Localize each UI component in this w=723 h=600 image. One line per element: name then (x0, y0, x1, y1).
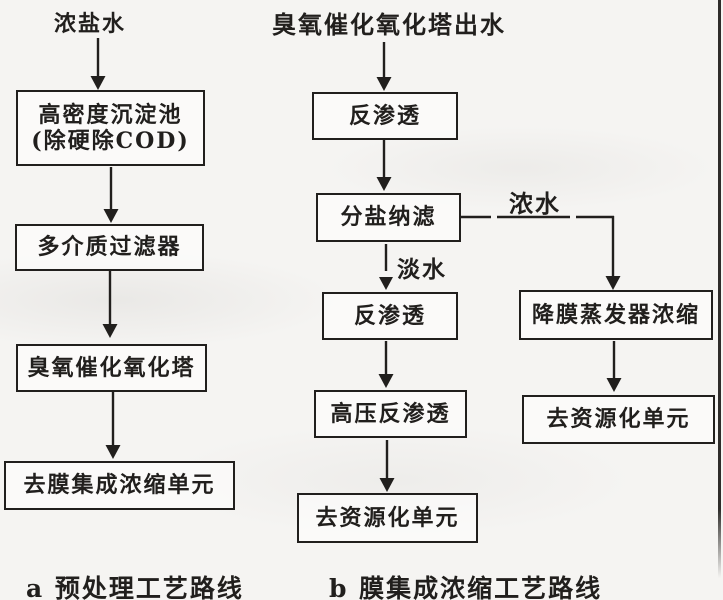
scan-edge-artifact (718, 0, 721, 578)
box-high-pressure-reverse-osmosis: 高压反渗透 (314, 390, 467, 438)
box-reverse-osmosis-1: 反渗透 (312, 92, 458, 140)
caption-route-b: b 膜集成浓缩工艺路线 (329, 574, 603, 600)
box-text-line: (除硬除COD) (31, 128, 190, 154)
arrow-nanofiltration-to-evaporator (461, 215, 621, 290)
box-ozone-catalytic-oxidation-tower: 臭氧催化氧化塔 (16, 344, 207, 392)
box-text-line: 高密度沉淀池 (38, 101, 183, 128)
label-ozone-tower-effluent-source: 臭氧催化氧化塔出水 (272, 10, 506, 39)
box-high-density-sedimentation-tank: 高密度沉淀池 (除硬除COD) (16, 90, 205, 166)
arrow-ro1-to-nanofiltration (376, 140, 392, 191)
caption-route-a: a 预处理工艺路线 (26, 574, 244, 600)
box-reverse-osmosis-2: 反渗透 (322, 292, 458, 340)
arrow-ro2-to-hpro (378, 341, 394, 388)
arrow-sedimentation-to-filter (103, 167, 119, 223)
arrow-evaporator-to-resource-unit (606, 341, 622, 392)
label-permeate-stream: 淡水 (397, 256, 447, 283)
box-salt-separation-nanofiltration: 分盐纳滤 (316, 193, 461, 242)
label-brine-source: 浓盐水 (54, 11, 127, 37)
box-to-membrane-concentration-unit: 去膜集成浓缩单元 (4, 461, 235, 510)
arrow-nanofiltration-to-ro2 (379, 244, 393, 290)
arrow-effluent-to-ro1 (376, 42, 392, 91)
arrow-brine-to-sedimentation (90, 38, 106, 90)
arrow-hpro-to-resource-unit (379, 440, 395, 492)
arrow-ozone-tower-to-membrane-unit (105, 392, 121, 459)
arrow-filter-to-ozone-tower (102, 271, 118, 338)
box-to-resource-recovery-unit-main: 去资源化单元 (297, 493, 478, 543)
label-concentrate-stream: 浓水 (509, 189, 561, 218)
box-falling-film-evaporator: 降膜蒸发器浓缩 (519, 290, 713, 340)
box-to-resource-recovery-unit-branch: 去资源化单元 (522, 395, 715, 444)
box-multimedia-filter: 多介质过滤器 (15, 224, 204, 271)
